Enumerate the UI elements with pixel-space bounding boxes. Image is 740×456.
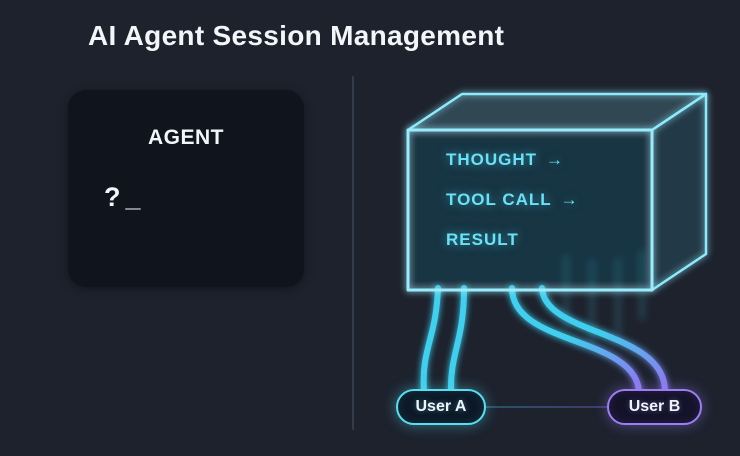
- vertical-divider: [352, 76, 354, 430]
- agent-card: AGENT ?_: [68, 90, 304, 287]
- arrow-right-icon: →: [546, 150, 565, 169]
- page-title: AI Agent Session Management: [88, 20, 505, 51]
- wire-user-a-1: [420, 285, 441, 395]
- session-box-lines: THOUGHT → TOOL CALL → RESULT: [446, 148, 579, 268]
- session-box-right-face: [650, 92, 708, 292]
- box-line-result: RESULT: [446, 228, 579, 252]
- wire-user-b-2: [539, 285, 669, 395]
- user-a-pill: User A: [396, 389, 486, 425]
- box-line-label: THOUGHT: [446, 150, 538, 169]
- box-line-label: RESULT: [446, 230, 519, 249]
- session-box-front-face: [406, 128, 654, 292]
- box-line-thought: THOUGHT →: [446, 148, 579, 172]
- wire-user-a-2: [447, 285, 467, 395]
- session-box: [406, 92, 708, 292]
- session-wires: [420, 285, 669, 395]
- user-b-label: User B: [628, 398, 681, 415]
- wire-user-b-1: [509, 285, 642, 395]
- user-a-label: User A: [415, 398, 467, 415]
- agent-label: AGENT: [148, 126, 224, 149]
- terminal-prompt-icon: ?_: [104, 182, 146, 212]
- box-line-tool-call: TOOL CALL →: [446, 188, 579, 212]
- box-line-label: TOOL CALL: [446, 190, 552, 209]
- arrow-right-icon: →: [560, 190, 579, 209]
- user-b-pill: User B: [607, 389, 702, 425]
